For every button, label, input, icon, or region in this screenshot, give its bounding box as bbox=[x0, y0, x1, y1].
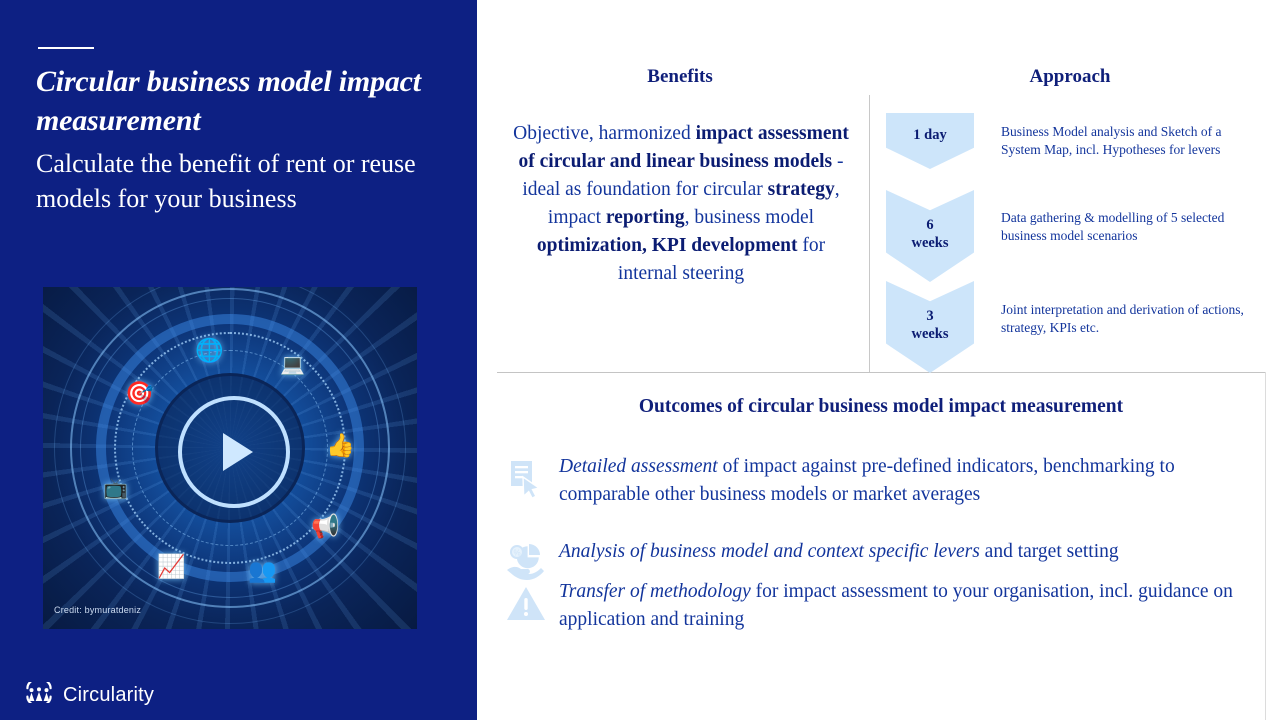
benefits-emphasis: reporting bbox=[605, 207, 685, 228]
outcome-item: % Analysis of business model and context… bbox=[503, 538, 1263, 591]
ring-decoration-1 bbox=[70, 287, 390, 608]
right-edge-divider bbox=[1265, 372, 1266, 720]
outcome-rest: of impact against pre-defined indicators… bbox=[559, 456, 1175, 505]
video-thumbnail[interactable]: 🌐 💻 🎯 👍 📺 📢 📈 👥 Credit: bymuratdeniz bbox=[43, 287, 417, 629]
bar-chart-growth-icon: 📈 bbox=[157, 554, 186, 579]
laptop-presentation-icon: 💻 bbox=[280, 354, 305, 376]
horizontal-divider bbox=[497, 372, 1265, 373]
benefits-body: Objective, harmonized impact assessment … bbox=[513, 120, 849, 288]
outcome-emphasis: Detailed assessment bbox=[559, 456, 718, 477]
group-people-icon: 👥 bbox=[248, 558, 277, 583]
circularity-logo-icon bbox=[24, 677, 54, 708]
left-panel: Circular business model impact measureme… bbox=[0, 0, 477, 720]
step-duration-chevron: 1 day bbox=[886, 113, 974, 169]
benefits-emphasis: optimization, KPI development bbox=[536, 235, 798, 256]
outcomes-heading: Outcomes of circular business model impa… bbox=[638, 396, 1124, 417]
svg-text:%: % bbox=[513, 548, 520, 557]
thumbs-up-icon: 👍 bbox=[326, 433, 355, 458]
brand-name: Circularity bbox=[63, 683, 155, 706]
step-duration-label: 6 weeks bbox=[911, 217, 949, 251]
step-duration-label: 3 weeks bbox=[911, 308, 949, 342]
hand-pie-chart-icon: % bbox=[503, 540, 549, 591]
benefits-plain: for internal steering bbox=[617, 235, 826, 284]
step-duration-label: 1 day bbox=[913, 127, 947, 143]
outcome-text: Detailed assessment of impact against pr… bbox=[559, 453, 1263, 509]
megaphone-icon: 📢 bbox=[311, 514, 340, 539]
ring-decoration-outer2 bbox=[54, 287, 406, 624]
benefits-plain: , impact bbox=[547, 179, 840, 228]
step-description: Business Model analysis and Sketch of a … bbox=[1001, 124, 1222, 157]
benefits-emphasis: impact assessment of circular and linear… bbox=[518, 123, 849, 172]
globe-icon: 🌐 bbox=[195, 338, 224, 363]
benefits-emphasis: strategy bbox=[767, 179, 835, 200]
outcome-text: Analysis of business model and context s… bbox=[559, 538, 1119, 566]
outcome-rest: for impact assessment to your organisati… bbox=[559, 581, 1233, 630]
outcome-item: Transfer of methodology for impact asses… bbox=[503, 578, 1263, 634]
ring-decoration-4 bbox=[132, 349, 328, 546]
benefits-plain: , business model bbox=[684, 207, 815, 228]
step-duration-chevron: 3 weeks bbox=[886, 281, 974, 373]
laptop-video-icon: 📺 bbox=[103, 478, 128, 500]
play-triangle bbox=[223, 432, 253, 471]
target-dart-icon: 🎯 bbox=[125, 381, 154, 406]
image-credit: Credit: bymuratdeniz bbox=[54, 605, 142, 615]
outcome-emphasis: Transfer of methodology bbox=[559, 581, 751, 602]
ring-decoration-3 bbox=[114, 331, 346, 564]
play-icon[interactable] bbox=[178, 395, 290, 508]
brand-logo: Circularity bbox=[24, 677, 155, 708]
benefits-plain: Objective, harmonized bbox=[513, 123, 696, 144]
page-subtitle: Calculate the benefit of rent or reuse m… bbox=[36, 149, 416, 213]
step-duration-chevron: 6 weeks bbox=[886, 190, 974, 282]
outcome-rest: and target setting bbox=[979, 541, 1119, 562]
benefits-plain: - ideal as foundation for circular bbox=[522, 151, 844, 200]
outcome-emphasis: Analysis of business model and context s… bbox=[559, 541, 980, 562]
ring-decoration-2 bbox=[96, 313, 364, 582]
approach-heading: Approach bbox=[1029, 66, 1111, 87]
outcome-item: Detailed assessment of impact against pr… bbox=[503, 453, 1263, 509]
title-accent-rule bbox=[38, 47, 94, 49]
page-title: Circular business model impact measureme… bbox=[36, 65, 421, 137]
document-assessment-icon bbox=[503, 455, 549, 506]
benefits-heading: Benefits bbox=[647, 66, 713, 87]
vertical-divider bbox=[869, 95, 870, 373]
warning-triangle-icon bbox=[503, 580, 549, 631]
outcome-text: Transfer of methodology for impact asses… bbox=[559, 578, 1263, 634]
step-description: Joint interpretation and derivation of a… bbox=[1001, 302, 1244, 335]
step-description: Data gathering & modelling of 5 selected… bbox=[1001, 210, 1225, 243]
